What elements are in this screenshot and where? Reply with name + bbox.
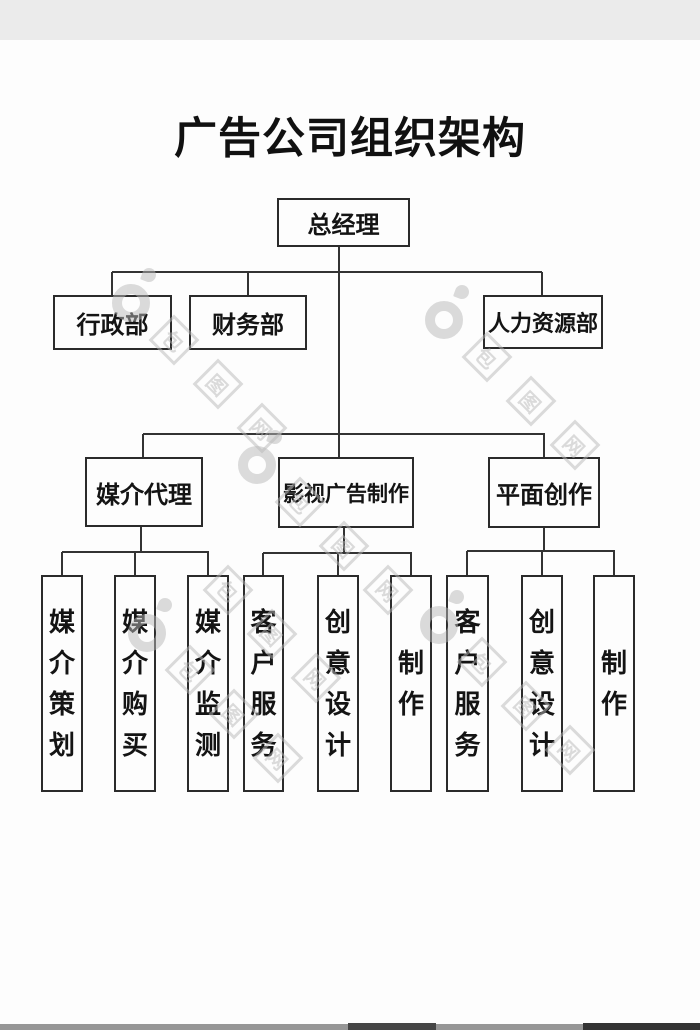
box-label: 媒介购买	[121, 606, 148, 760]
box-film-tv-ad-production: 影视广告制作	[278, 457, 414, 528]
box-label: 客户服务	[454, 606, 481, 760]
connector-line	[543, 528, 545, 551]
connector-line	[143, 433, 545, 435]
box-label: 媒介代理	[96, 481, 192, 509]
connector-line	[466, 551, 468, 575]
box-label: 媒介策划	[48, 606, 75, 760]
box-hr-dept: 人力资源部	[483, 295, 603, 349]
box-admin-dept: 行政部	[53, 295, 172, 350]
box-label: 创意设计	[324, 606, 351, 760]
box-label: 人力资源部	[487, 311, 598, 336]
box-label: 平面创作	[496, 482, 592, 509]
bottom-dark-segment	[348, 1023, 436, 1030]
box-label: 创意设计	[528, 606, 555, 760]
top-gray-bar	[0, 0, 700, 40]
box-label: 行政部	[76, 312, 149, 339]
connector-line	[142, 434, 144, 457]
box-label: 媒介监测	[194, 606, 221, 760]
box-customer-service-graphic: 客户服务	[446, 575, 489, 792]
connector-line	[543, 434, 545, 457]
box-creative-design-graphic: 创意设计	[521, 575, 563, 792]
box-media-planning: 媒介策划	[41, 575, 83, 792]
connector-line	[613, 551, 615, 575]
watermark-stamp: 图	[505, 375, 557, 427]
connector-line	[343, 528, 345, 553]
box-finance-dept: 财务部	[189, 295, 307, 350]
connector-line	[262, 553, 264, 575]
box-graphic-creation: 平面创作	[488, 457, 600, 528]
box-label: 财务部	[212, 312, 284, 339]
connector-line	[111, 272, 113, 295]
baotu-logo-icon	[425, 283, 471, 347]
box-media-buying: 媒介购买	[114, 575, 156, 792]
connector-line	[337, 553, 339, 575]
connector-line	[541, 551, 543, 575]
connector-line	[338, 247, 340, 457]
box-label: 影视广告制作	[283, 482, 409, 506]
box-media-monitoring: 媒介监测	[187, 575, 229, 792]
box-label: 客户服务	[250, 606, 277, 760]
box-customer-service-film: 客户服务	[243, 575, 284, 792]
watermark-stamp: 图	[192, 358, 244, 410]
box-creative-design-film: 创意设计	[317, 575, 359, 792]
box-media-agency: 媒介代理	[85, 457, 203, 527]
connector-line	[134, 552, 136, 575]
box-general-manager: 总经理	[277, 198, 410, 247]
box-production-film: 制作	[390, 575, 432, 792]
chart-title: 广告公司组织架构	[174, 115, 526, 163]
box-label: 制作	[397, 647, 424, 719]
connector-line	[247, 272, 249, 295]
connector-line	[112, 271, 542, 273]
box-label: 总经理	[307, 212, 380, 239]
connector-line	[207, 552, 209, 575]
connector-line	[140, 527, 142, 552]
box-production-graphic: 制作	[593, 575, 635, 792]
connector-line	[61, 552, 63, 575]
box-label: 制作	[600, 647, 627, 719]
connector-line	[541, 272, 543, 295]
connector-line	[410, 553, 412, 575]
bottom-dark-segment	[583, 1023, 700, 1030]
watermark-stamp: 网	[236, 402, 288, 454]
